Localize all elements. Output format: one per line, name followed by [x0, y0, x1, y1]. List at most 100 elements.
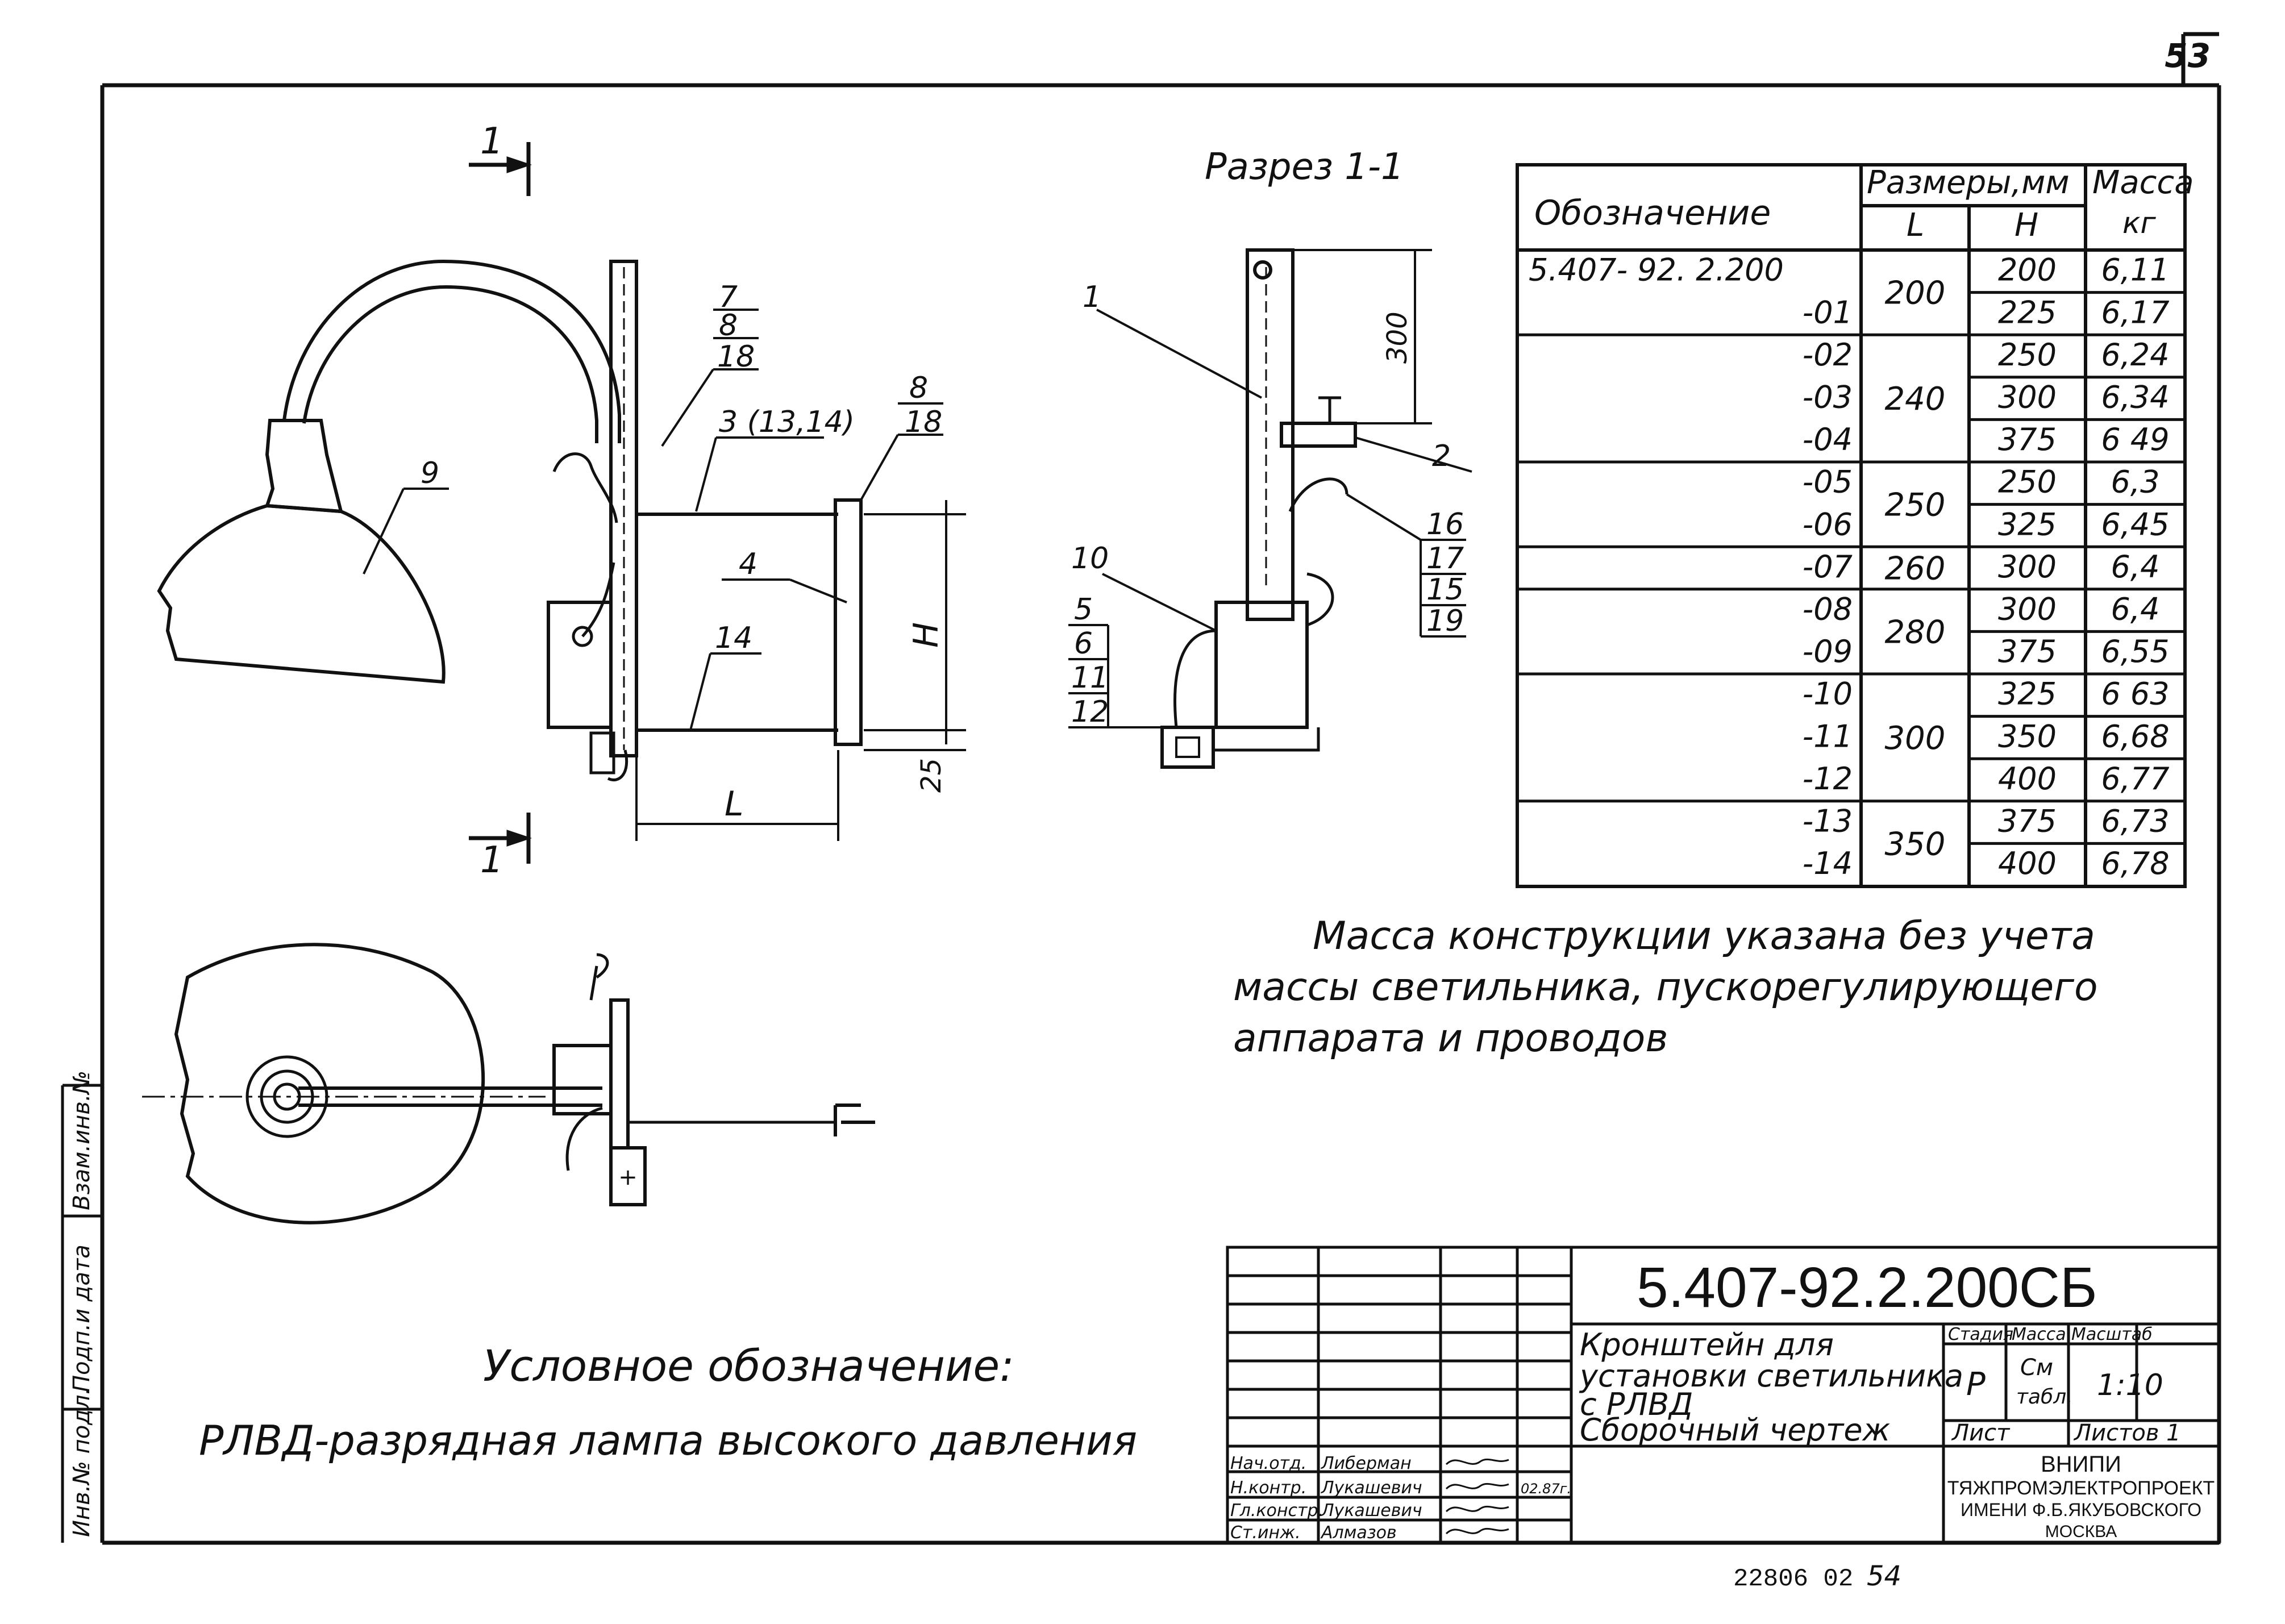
table-cell-h: 225 — [1998, 294, 2057, 330]
sign-name: Алмазов — [1320, 1523, 1397, 1543]
table-cell-h: 400 — [1998, 761, 2057, 797]
doc-code: 5.407-92.2.200СБ — [1637, 1256, 2097, 1319]
table-cell-designation: -09 — [1803, 634, 1853, 669]
table-cell-h: 375 — [1998, 422, 2057, 457]
wire-hook-top — [552, 452, 618, 523]
lamp-arm-inner — [302, 285, 598, 443]
mass-note: Масса конструкции указана без учета масс… — [1233, 914, 2098, 1061]
org-line-4: МОСКВА — [2045, 1522, 2117, 1541]
signature-mark — [1445, 1483, 1509, 1490]
note-line-2: массы светильника, пускорегулирующего — [1233, 965, 2098, 1010]
sign-role: Гл.констр. — [1230, 1501, 1323, 1521]
sheet-label: Лист — [1951, 1420, 2011, 1446]
scale-value: 1:10 — [2097, 1368, 2163, 1402]
table-cell-mass: 6,24 — [2101, 337, 2169, 373]
table-cell-mass: 6,55 — [2101, 634, 2169, 669]
dim-h-label: H — [906, 622, 946, 648]
table-cell-l: 200 — [1885, 275, 1946, 312]
section-pole — [1246, 248, 1295, 621]
dim-300 — [1293, 249, 1432, 424]
table-cell-designation: -07 — [1803, 549, 1853, 585]
callout-7: 7 — [719, 280, 738, 314]
callout-9: 9 — [421, 456, 439, 490]
table-cell-l: 260 — [1885, 551, 1946, 588]
ballast-terminal — [572, 626, 593, 647]
table-header-h: H — [2015, 207, 2038, 244]
sign-name: Либерман — [1321, 1454, 1412, 1473]
ballast-wire — [581, 562, 615, 638]
mass-value-2: табл. — [2016, 1385, 2073, 1409]
callout-14: 14 — [715, 621, 752, 655]
table-cell-h: 375 — [1998, 803, 2057, 839]
table-cell-designation: -06 — [1803, 506, 1853, 542]
section-terminal-box — [1160, 726, 1215, 769]
table-cell-mass: 6,78 — [2101, 846, 2169, 881]
table-cell-l: 250 — [1885, 487, 1946, 524]
table-cell-mass: 6 49 — [2101, 422, 2169, 457]
cut-marker-bottom — [469, 813, 532, 864]
callout-16: 16 — [1426, 507, 1464, 542]
callout-10: 10 — [1071, 542, 1109, 576]
mass-label: Масса — [2012, 1325, 2066, 1344]
table-header-mass-unit: кг — [2122, 206, 2156, 240]
section-wire — [1173, 572, 1334, 752]
table-cell-designation: -04 — [1803, 422, 1853, 457]
title-block: 5.407-92.2.200СБ Кронштейн для установки… — [1226, 1246, 2221, 1544]
callout-12: 12 — [1071, 695, 1109, 729]
table-cell-mass: 6,4 — [2111, 592, 2160, 627]
side-stamp: Взам.инв.№ Подп.и дата Инв.№ подл. — [61, 1071, 104, 1543]
plan-wire — [565, 953, 609, 1171]
table-cell-mass: 6,45 — [2101, 506, 2169, 542]
table-cell-designation: -11 — [1803, 718, 1853, 754]
table-cell-mass: 6,4 — [2111, 549, 2160, 585]
table-header-mass: Масса — [2092, 164, 2194, 201]
sign-date: 02.87г. — [1521, 1481, 1571, 1497]
cut-marker-top — [469, 142, 532, 196]
table-cell-designation: -03 — [1803, 380, 1853, 415]
table-cell-h: 375 — [1998, 634, 2057, 669]
mass-value-1: См — [2020, 1355, 2053, 1381]
bottom-page: 54 — [1867, 1560, 1901, 1592]
table-cell-h: 300 — [1998, 592, 2057, 627]
note-line-1: Масса конструкции указана без учета — [1313, 914, 2095, 959]
dim-l-label: L — [725, 784, 743, 824]
sign-role: Нач.отд. — [1230, 1454, 1306, 1473]
sign-name: Лукашевич — [1321, 1478, 1422, 1498]
table-cell-designation: -14 — [1803, 846, 1853, 881]
bracket-pole — [609, 260, 638, 757]
legend: Условное обозначение: РЛВД-разрядная лам… — [199, 1340, 1137, 1464]
org-line-2: ТЯЖПРОМЭЛЕКТРОПРОЕКТ — [1947, 1477, 2215, 1499]
table-cell-h: 250 — [1998, 464, 2057, 500]
ballast-box — [547, 601, 613, 729]
dim-l — [635, 739, 839, 841]
lamp-socket — [264, 419, 343, 514]
doc-name-3: с РЛВД — [1580, 1386, 1693, 1422]
sign-role: Ст.инж. — [1230, 1523, 1301, 1543]
table-cell-mass: 6,34 — [2101, 380, 2169, 415]
scale-label: Масштаб — [2071, 1325, 2153, 1344]
doc-name-2: установки светильника — [1579, 1358, 1963, 1394]
table-cell-h: 325 — [1998, 506, 2057, 542]
table-cell-mass: 6,3 — [2111, 464, 2160, 500]
table-header-designation: Обозначение — [1534, 193, 1771, 233]
plan-shade — [174, 943, 485, 1225]
table-cell-h: 200 — [1998, 252, 2057, 288]
table-cell-designation: -05 — [1803, 464, 1853, 500]
table-cell-designation: -08 — [1803, 592, 1853, 627]
table-cell-mass: 6,17 — [2101, 294, 2169, 330]
section-hook — [1288, 477, 1348, 512]
callout-17: 17 — [1426, 542, 1464, 576]
cut-marker-bottom-label: 1 — [480, 839, 503, 881]
cut-marker-top-label: 1 — [480, 120, 503, 163]
callout-15: 15 — [1426, 573, 1464, 607]
plan-bracket-block — [609, 998, 630, 1150]
callout-19: 19 — [1426, 604, 1464, 638]
bottom-wire — [607, 749, 629, 781]
table-cell-designation: -01 — [1803, 294, 1853, 330]
callout-18b: 18 — [905, 405, 942, 439]
section-terminal-inner — [1175, 736, 1200, 758]
callout-18: 18 — [717, 340, 755, 374]
table-cell-designation: -12 — [1803, 761, 1853, 797]
